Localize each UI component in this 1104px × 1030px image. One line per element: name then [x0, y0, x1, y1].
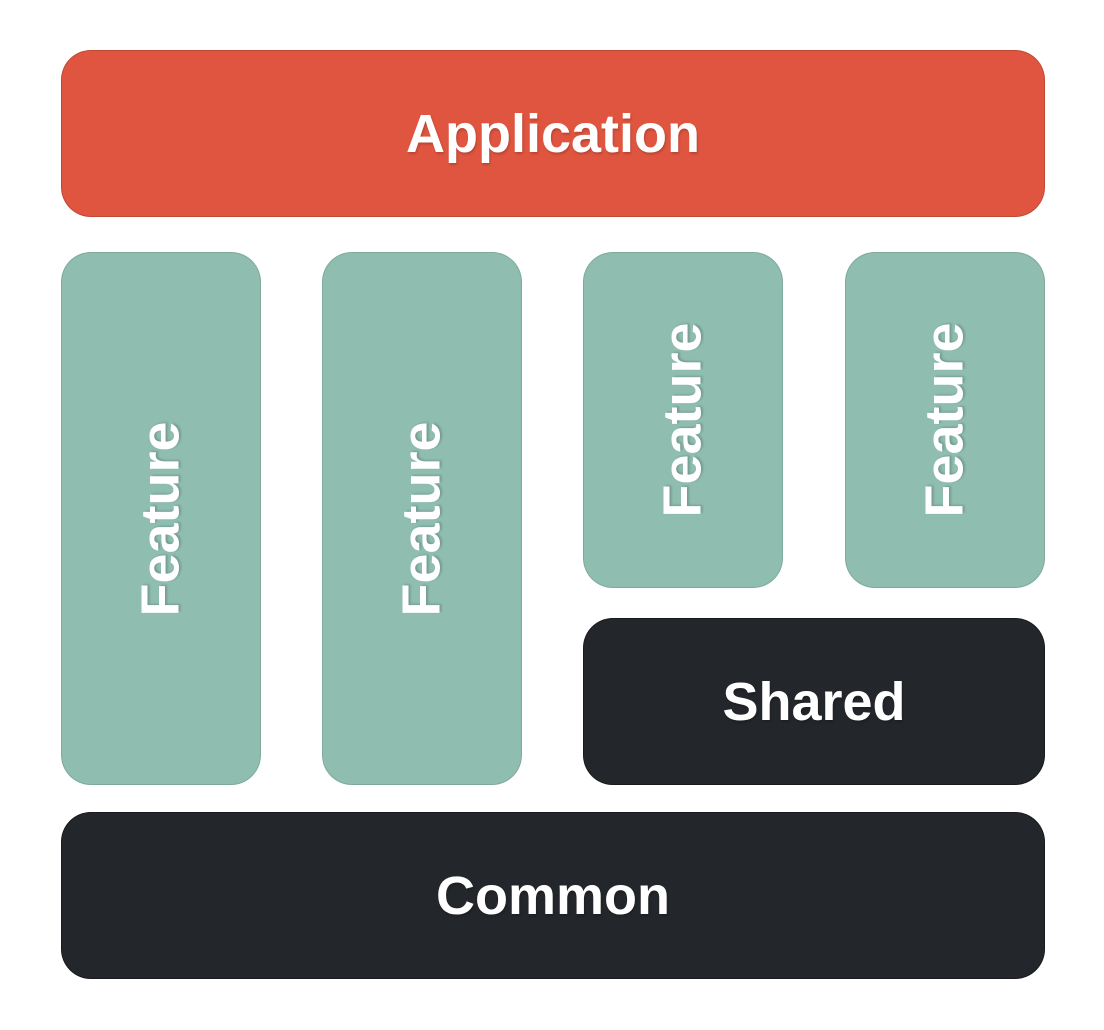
common-label: Common — [436, 865, 670, 926]
feature-box-2: Feature — [322, 252, 522, 785]
feature-label-2: Feature — [391, 420, 452, 617]
application-box: Application — [61, 50, 1045, 217]
application-label: Application — [406, 103, 700, 164]
shared-box: Shared — [583, 618, 1045, 785]
feature-box-4: Feature — [845, 252, 1045, 588]
feature-label-3: Feature — [652, 322, 713, 518]
feature-label-1: Feature — [130, 420, 191, 617]
feature-box-3: Feature — [583, 252, 783, 588]
shared-label: Shared — [722, 671, 906, 732]
feature-label-4: Feature — [914, 322, 975, 518]
feature-box-1: Feature — [61, 252, 261, 785]
common-box: Common — [61, 812, 1045, 979]
